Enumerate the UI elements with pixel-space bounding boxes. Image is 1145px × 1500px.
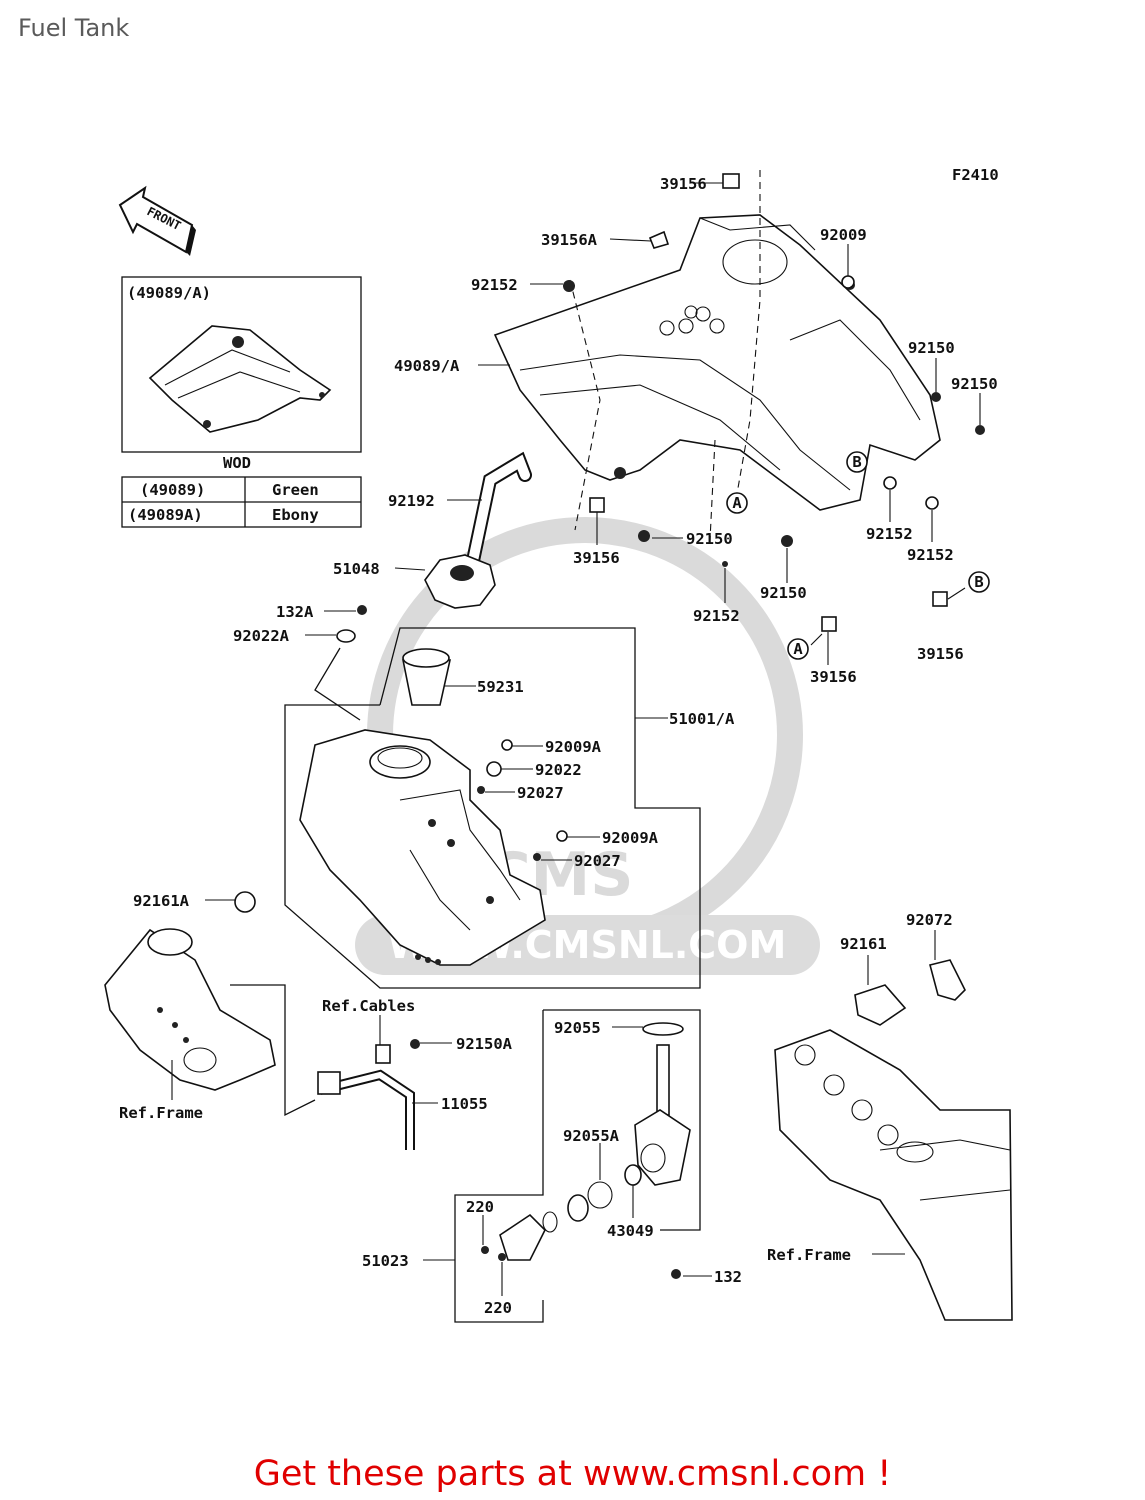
table-row-2-color: Ebony (272, 506, 319, 524)
table-row-2-part: (49089A) (128, 506, 203, 524)
part-label: 92152 (907, 546, 954, 564)
part-label: 92192 (388, 492, 435, 510)
part-label: Ref.Cables (322, 997, 415, 1015)
ref-marker-b1: B (852, 453, 861, 471)
figure-code: F2410 (952, 166, 999, 184)
part-label: 39156 (660, 175, 707, 193)
right-frame-part (774, 959, 1013, 1321)
part-label: 11055 (441, 1095, 488, 1113)
part-label: 92150A (456, 1035, 513, 1053)
part-label: 92022A (233, 627, 290, 645)
part-label: 220 (466, 1198, 494, 1216)
part-label: 51001/A (669, 710, 735, 728)
inset-shroud-box: (49089/A) WOD (121, 276, 362, 472)
part-label: 39156 (917, 645, 964, 663)
leader-lines (171, 182, 981, 1296)
ref-markers: A A B B (726, 451, 990, 660)
part-label: 92152 (471, 276, 518, 294)
filler-neck-part (402, 648, 451, 706)
part-label: 49089/A (394, 357, 460, 375)
fasteners (234, 275, 985, 1279)
part-label: 92150 (686, 530, 733, 548)
part-label: 43049 (607, 1222, 654, 1240)
part-label: 92055A (563, 1127, 620, 1145)
fuel-tank-part (299, 729, 546, 966)
ref-marker-a1: A (732, 494, 742, 512)
fuel-cock-part (499, 1022, 691, 1261)
clip-parts (589, 173, 948, 632)
part-label: Ref.Frame (767, 1246, 851, 1264)
ref-marker-a2: A (793, 640, 803, 658)
color-table: (49089) Green (49089A) Ebony (121, 476, 362, 528)
part-label: 92027 (517, 784, 564, 802)
part-label: 92150 (908, 339, 955, 357)
shroud-part (493, 214, 941, 511)
part-label: 92022 (535, 761, 582, 779)
part-label: 51023 (362, 1252, 409, 1270)
part-label: 92055 (554, 1019, 601, 1037)
part-label: 92152 (693, 607, 740, 625)
inset-label: (49089/A) (127, 284, 211, 302)
part-label: 92161A (133, 892, 190, 910)
part-label: 92150 (951, 375, 998, 393)
table-row-1-color: Green (272, 481, 319, 499)
footer-link[interactable]: Get these parts at www.cmsnl.com ! (253, 1454, 892, 1494)
part-label: 59231 (477, 678, 524, 696)
part-label: 92009 (820, 226, 867, 244)
part-label: 92072 (906, 911, 953, 929)
part-label: 92009A (545, 738, 602, 756)
front-arrow-icon: FRONT (118, 185, 196, 256)
part-label: 220 (484, 1299, 512, 1317)
part-labels: 39156 39156A 92009 92152 49089/A 92150 9… (119, 175, 998, 1317)
left-frame-part (104, 928, 276, 1091)
part-label: 132 (714, 1268, 742, 1286)
page-title: Fuel Tank (18, 14, 130, 42)
fuel-cap-part (424, 554, 496, 609)
part-label: 92150 (760, 584, 807, 602)
part-label: 92152 (866, 525, 913, 543)
part-label: 39156 (573, 549, 620, 567)
part-label: 132A (276, 603, 314, 621)
part-label: 39156 (810, 668, 857, 686)
ref-marker-b2: B (974, 573, 983, 591)
part-label: 92027 (574, 852, 621, 870)
part-label: 51048 (333, 560, 380, 578)
table-row-1-part: (49089) (140, 481, 205, 499)
part-label: 39156A (541, 231, 598, 249)
part-label: Ref.Frame (119, 1104, 203, 1122)
inset-caption: WOD (223, 454, 251, 472)
part-label: 92161 (840, 935, 887, 953)
part-label: 92009A (602, 829, 659, 847)
